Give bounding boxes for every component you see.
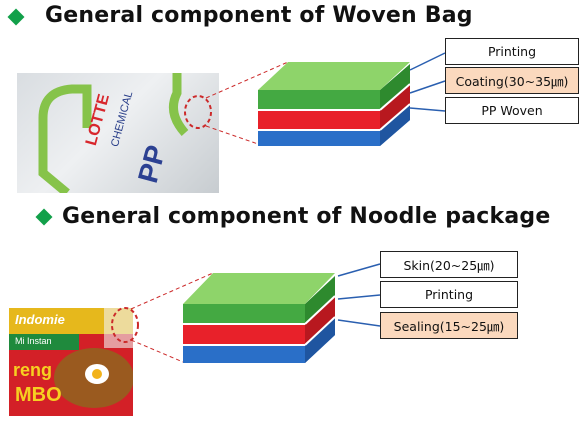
woven-callout-line-bottom bbox=[205, 125, 259, 145]
noodle-callout-line-bottom bbox=[130, 339, 184, 363]
noodle-callout-line-top bbox=[130, 272, 214, 310]
noodle-layer-red bbox=[183, 324, 305, 345]
woven-layer-blue bbox=[258, 104, 410, 146]
woven-bag-graphic bbox=[38, 73, 189, 193]
noodle-subtitle-text: Mi Instan bbox=[15, 336, 52, 346]
woven-callout-line-top bbox=[205, 61, 289, 99]
noodle-brand-text: Indomie bbox=[15, 312, 65, 327]
woven-layer-green bbox=[258, 90, 380, 110]
woven-label-pp-woven: PP Woven bbox=[445, 97, 579, 124]
noodle-label-printing: Printing bbox=[380, 281, 518, 308]
noodle-layer-block bbox=[183, 273, 336, 363]
noodle-layer-blue bbox=[183, 317, 335, 363]
section1-title: General component of Woven Bag bbox=[45, 3, 473, 28]
woven-label-coating: Coating(30~35㎛) bbox=[445, 67, 579, 94]
noodle-label-skin: Skin(20~25㎛) bbox=[380, 251, 518, 278]
woven-callout-circle bbox=[184, 95, 212, 129]
woven-layer-red bbox=[258, 110, 380, 130]
woven-layer-block bbox=[258, 62, 411, 146]
section2-title: General component of Noodle package bbox=[62, 204, 551, 229]
woven-connector-printing bbox=[409, 52, 446, 71]
woven-connector-pp bbox=[409, 107, 446, 112]
noodle-connector-printing bbox=[337, 294, 381, 300]
woven-connector-coating bbox=[409, 80, 446, 94]
noodle-word1-text: reng bbox=[13, 360, 53, 380]
noodle-callout-circle bbox=[111, 307, 139, 343]
noodle-layer-green bbox=[183, 304, 305, 324]
woven-bag-photo: LOTTE CHEMICAL PP bbox=[17, 73, 219, 193]
noodle-label-sealing: Sealing(15~25㎛) bbox=[380, 312, 518, 339]
woven-label-printing: Printing bbox=[445, 38, 579, 65]
noodle-connector-skin bbox=[337, 263, 381, 277]
noodle-word2-text: MBO bbox=[15, 384, 62, 406]
noodle-connector-sealing bbox=[337, 319, 381, 327]
